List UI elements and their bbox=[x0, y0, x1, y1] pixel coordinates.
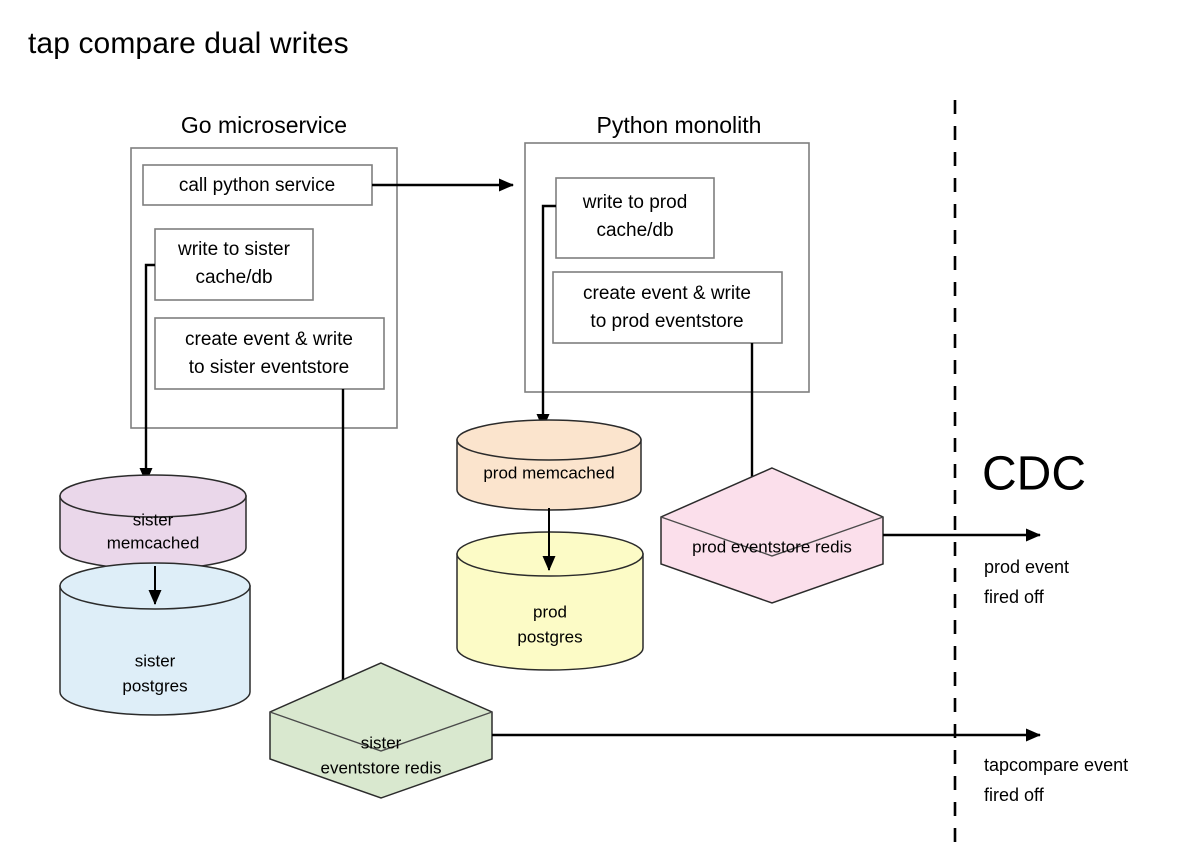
edge-label-tapcompare-event-line1: tapcompare event bbox=[984, 755, 1128, 775]
step-box-create-event-write-sister-eventstore[interactable] bbox=[154, 317, 385, 390]
step-label-create-event-prod-line2: to prod eventstore bbox=[590, 311, 743, 332]
group-title-go-microservice: Go microservice bbox=[181, 112, 347, 138]
edge-label-tapcompare-event-line2: fired off bbox=[984, 785, 1045, 805]
connector-prod-cache-to-memcached bbox=[536, 204, 556, 429]
prod-memcached-top bbox=[456, 419, 642, 461]
sister-memcached-label-line1: sister bbox=[133, 510, 174, 529]
datastore-prod-memcached[interactable]: prod memcached bbox=[456, 419, 642, 511]
prod-eventstore-redis-shape bbox=[660, 467, 884, 604]
step-label-call-python-service: call python service bbox=[179, 175, 335, 196]
step-box-write-to-prod-cache-db[interactable] bbox=[555, 177, 715, 259]
step-label-write-to-sister-cache-db-line1: write to sister bbox=[177, 239, 291, 260]
datastore-sister-eventstore-redis[interactable]: sister eventstore redis bbox=[269, 662, 493, 799]
datastore-sister-memcached[interactable]: sister memcached bbox=[59, 474, 247, 570]
edge-label-prod-event-line2: fired off bbox=[984, 587, 1045, 607]
step-box-write-to-sister-cache-db[interactable] bbox=[154, 228, 314, 301]
edge-label-prod-event-line1: prod event bbox=[984, 557, 1069, 577]
sister-memcached-top bbox=[59, 474, 247, 518]
sister-eventstore-redis-shape bbox=[269, 662, 493, 799]
step-box-create-event-write-prod-eventstore[interactable] bbox=[552, 271, 783, 344]
prod-eventstore-redis-label: prod eventstore redis bbox=[692, 537, 852, 556]
step-label-create-event-prod-line1: create event & write bbox=[583, 283, 751, 304]
prod-postgres-body bbox=[456, 553, 644, 671]
step-label-create-event-sister-line2: to sister eventstore bbox=[189, 357, 350, 378]
sister-postgres-label-line1: sister bbox=[135, 651, 176, 670]
sister-eventstore-redis-label-line1: sister bbox=[361, 733, 402, 752]
page-title: tap compare dual writes bbox=[28, 27, 349, 60]
step-label-write-to-prod-cache-db-line1: write to prod bbox=[582, 192, 688, 213]
prod-postgres-label-line1: prod bbox=[533, 602, 567, 621]
cdc-title: CDC bbox=[982, 448, 1086, 501]
step-label-write-to-prod-cache-db-line2: cache/db bbox=[596, 220, 673, 241]
prod-memcached-label: prod memcached bbox=[483, 463, 614, 482]
sister-postgres-body bbox=[59, 585, 251, 716]
prod-postgres-label-line2: postgres bbox=[517, 627, 582, 646]
sister-eventstore-redis-top-face bbox=[269, 711, 493, 752]
step-label-write-to-sister-cache-db-line2: cache/db bbox=[195, 267, 272, 288]
sister-memcached-label-line2: memcached bbox=[107, 533, 200, 552]
sister-postgres-label-line2: postgres bbox=[122, 676, 187, 695]
prod-eventstore-redis-top-face bbox=[660, 516, 884, 557]
group-title-python-monolith: Python monolith bbox=[597, 112, 762, 138]
step-label-create-event-sister-line1: create event & write bbox=[185, 329, 353, 350]
sister-eventstore-redis-label-line2: eventstore redis bbox=[321, 758, 442, 777]
datastore-prod-eventstore-redis[interactable]: prod eventstore redis bbox=[660, 467, 884, 604]
connector-sister-cache-to-memcached bbox=[139, 263, 155, 483]
step-box-call-python-service[interactable] bbox=[142, 164, 373, 206]
